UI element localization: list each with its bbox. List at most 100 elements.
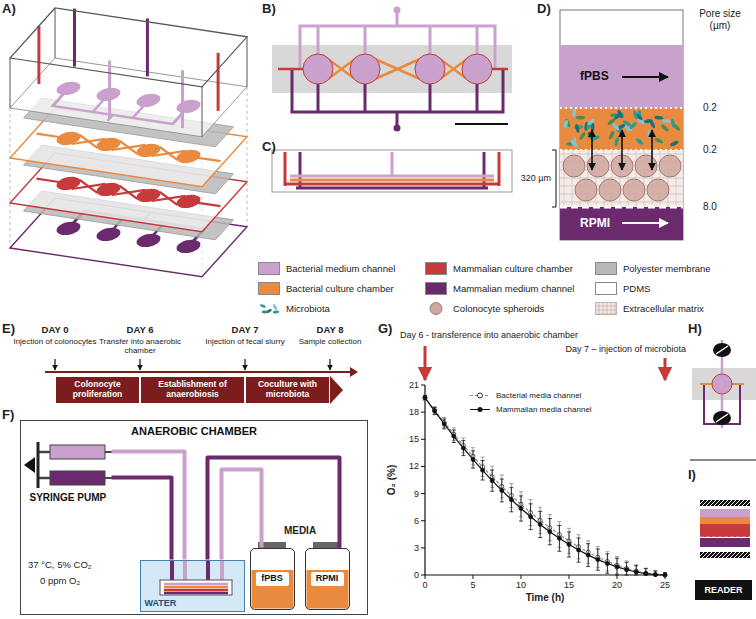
event-label: Transfer into anaerobic chamber bbox=[98, 337, 182, 355]
axis-tick bbox=[569, 575, 570, 579]
axis-tick bbox=[421, 493, 425, 494]
legend-icon bbox=[470, 389, 490, 402]
plunger bbox=[38, 452, 50, 478]
panel-letter: D) bbox=[537, 2, 551, 17]
data-point bbox=[452, 434, 456, 438]
access-port bbox=[181, 70, 184, 128]
node-text: Colonocyte proliferation bbox=[59, 380, 136, 400]
legend-text: PDMS bbox=[623, 283, 650, 294]
legend-swatch bbox=[258, 282, 280, 295]
legend-text: Mammalian medium channel bbox=[453, 283, 574, 294]
day-arrow bbox=[329, 359, 330, 370]
data-point bbox=[663, 573, 667, 577]
legend-text: Colonocyte spheroids bbox=[453, 303, 544, 314]
culture-chamber bbox=[137, 144, 161, 157]
mammalian-channel bbox=[364, 84, 367, 112]
tick-label: 12 bbox=[409, 461, 419, 471]
day-arrow bbox=[244, 359, 245, 370]
bacterium bbox=[662, 119, 671, 123]
bacterium bbox=[262, 311, 268, 314]
mammalian-medium-channel bbox=[560, 207, 683, 240]
data-point bbox=[481, 468, 485, 472]
data-point bbox=[433, 409, 437, 413]
water bbox=[141, 561, 244, 611]
node-text: READER bbox=[704, 585, 742, 595]
timeline-phase: Colonocyte proliferation bbox=[55, 376, 140, 404]
matrix-grid bbox=[560, 202, 683, 203]
bacterium bbox=[612, 122, 621, 131]
tubing bbox=[170, 560, 174, 582]
axis-tick bbox=[421, 439, 425, 440]
node-text: RPMI bbox=[316, 573, 339, 583]
legend-swatch bbox=[258, 262, 280, 275]
culture-chamber bbox=[177, 195, 201, 208]
pdms-edge bbox=[55, 8, 56, 58]
access-port bbox=[108, 60, 111, 118]
data-point bbox=[653, 572, 657, 576]
node-text: WATER bbox=[145, 598, 177, 608]
axis-tick bbox=[421, 385, 425, 386]
data-point bbox=[596, 558, 600, 562]
tick-label: 15 bbox=[409, 434, 419, 444]
matrix-grid bbox=[599, 303, 600, 315]
bacterium bbox=[260, 304, 267, 309]
panel-letter: A) bbox=[2, 2, 16, 17]
timeline bbox=[45, 359, 358, 404]
matrix-grid bbox=[607, 303, 608, 315]
colonocyte-spheroid bbox=[647, 179, 669, 201]
legend-text: Bacterial medium channel bbox=[286, 263, 395, 274]
error-bar bbox=[433, 407, 437, 414]
bacterium bbox=[617, 109, 626, 118]
error-bar bbox=[548, 519, 552, 545]
culture-chamber bbox=[57, 132, 81, 145]
culture-chamber bbox=[57, 82, 81, 95]
error-bar bbox=[634, 565, 638, 575]
data-line bbox=[425, 398, 665, 575]
day-label: DAY 0 bbox=[42, 325, 69, 336]
data-point bbox=[529, 515, 533, 519]
matrix-grid bbox=[615, 303, 616, 315]
channel bbox=[198, 203, 220, 206]
bacterium bbox=[654, 137, 664, 144]
access-port bbox=[498, 152, 501, 186]
data-line bbox=[425, 398, 665, 575]
chip bbox=[160, 580, 232, 595]
timeline-head bbox=[330, 376, 343, 404]
culture-channel bbox=[278, 68, 303, 71]
data-point bbox=[653, 573, 657, 577]
tick-label: 18 bbox=[409, 407, 419, 417]
error-bar bbox=[471, 451, 475, 468]
media-bottle: fPBS bbox=[250, 548, 295, 610]
tubing bbox=[206, 560, 210, 582]
tubing bbox=[112, 452, 185, 560]
pore-size: 0.2 bbox=[703, 102, 717, 114]
channel bbox=[198, 158, 220, 161]
legend-text: Bacterial media channel bbox=[496, 391, 581, 400]
guide-line bbox=[247, 87, 248, 227]
membrane-line bbox=[560, 206, 683, 209]
panel-letter: G) bbox=[378, 322, 392, 337]
colonocyte-spheroid bbox=[623, 179, 645, 201]
bacterium bbox=[614, 137, 620, 147]
timeline-phase: Establishment of anaerobiosis bbox=[140, 376, 245, 404]
chip-layer bbox=[164, 586, 228, 589]
legend-text: Mammalian culture chamber bbox=[453, 263, 573, 274]
axis-title: Time (h) bbox=[526, 592, 565, 604]
tubing bbox=[222, 470, 262, 560]
bottle-label bbox=[311, 572, 344, 586]
data-point bbox=[478, 393, 483, 398]
bacterium bbox=[272, 304, 278, 311]
legend-icon bbox=[470, 403, 490, 416]
error-bar bbox=[529, 504, 533, 530]
culture-chamber bbox=[177, 240, 201, 253]
data-point bbox=[663, 573, 667, 577]
extracellular-matrix bbox=[596, 303, 617, 315]
error-bar bbox=[509, 488, 513, 512]
data-point bbox=[634, 569, 638, 573]
bacterial-channel bbox=[476, 26, 479, 54]
bacterial-channel bbox=[429, 26, 432, 54]
legend-text: Polyester membrane bbox=[623, 263, 711, 274]
bacterium bbox=[576, 116, 585, 120]
bacterium bbox=[670, 140, 680, 147]
error-bar bbox=[442, 419, 446, 429]
